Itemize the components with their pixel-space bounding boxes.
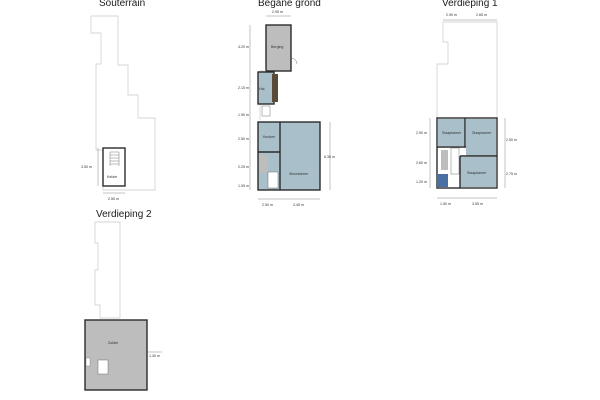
room-label-slaapkamer-2: Slaapkamer [472,131,492,135]
room-label-zolder: Zolder [108,341,119,345]
kitchen-counter-icon [260,155,268,173]
dim-bg-l1: 4.20 m [238,45,249,49]
dim-bg-b1: 2.50 m [262,203,273,207]
dim-bg-l6: 1.05 m [238,184,249,188]
wc-icon [261,105,271,117]
entrance-icon [267,171,279,189]
hatch-icon [97,359,109,375]
dim-v1-t1: 2.90 m [446,13,457,17]
dim-v1-l2: 2.60 m [416,161,427,165]
dim-bg-right: 6.30 m [324,155,335,159]
stair-icon [85,357,91,367]
dim-v2-r: 1.40 m [149,354,160,358]
room-label-slaapkamer-3: Slaapkamer [467,171,487,175]
room-label-woonkamer: Woonkamer [289,172,309,176]
floor-verdieping-2: Verdieping 2 Zolder 1.40 m [84,209,162,391]
door-swing-berging [290,57,298,65]
room-label-keuken: Keuken [263,135,275,139]
dim-v1-r1: 2.50 m [506,138,517,142]
dim-bg-l5: 2.25 m [238,165,249,169]
building-outline-v2 [94,221,121,319]
floor-title-souterrain: Souterrain [99,0,145,9]
zolder-room [84,319,148,391]
dim-bg-b2: 3.45 m [293,203,304,207]
stair-icon [441,150,448,170]
building-outline-souterrain [90,15,156,191]
room-label-slaapkamer-1: Slaapkamer [442,131,462,135]
dim-v1-l1: 2.50 m [416,131,427,135]
dim-souterrain-h: 3.50 m [81,165,92,169]
room-label-kelder: Kelder [107,175,118,179]
dim-v1-b2: 3.55 m [472,202,483,206]
dim-bg-top: 2.95 m [272,10,283,14]
dim-v1-t2: 2.65 m [476,13,487,17]
slaapkamer-1-room [438,119,465,146]
dim-bg-l2: 2.15 m [238,86,249,90]
floor-title-verdieping-2: Verdieping 2 [96,209,152,220]
floor-title-verdieping-1: Verdieping 1 [442,0,498,9]
dim-v1-b1: 1.50 m [440,202,451,206]
berging-room [265,24,292,72]
kelder-room [102,147,126,187]
floor-title-begane-grond: Begane grond [258,0,321,9]
room-label-berging: Berging [271,45,283,49]
slaapkamer-2-room [466,119,496,156]
dim-bg-l4: 2.50 m [238,137,249,141]
dim-v1-r2: 2.75 m [506,172,517,176]
badkamer-room [438,174,448,187]
dim-bg-l3: 1.90 m [238,113,249,117]
floor-begane-grond: Begane grond 2.95 m Berging Hal Keuken W… [238,0,335,207]
dim-v1-l3: 1.20 m [416,180,427,184]
stair-icon [109,151,120,166]
dim-souterrain-w: 2.55 m [108,197,119,201]
floor-souterrain: Souterrain Kelder 3.50 m 2.55 m [81,0,156,201]
building-outline-v1 [436,21,498,119]
stair-icon [272,74,278,102]
slaapkamer-3-room [460,157,496,187]
floor-verdieping-1: Verdieping 1 2.90 m 2.65 m Slaapkamer Sl… [416,0,517,206]
room-label-hal: Hal [259,87,265,91]
hall-v1 [450,147,460,175]
